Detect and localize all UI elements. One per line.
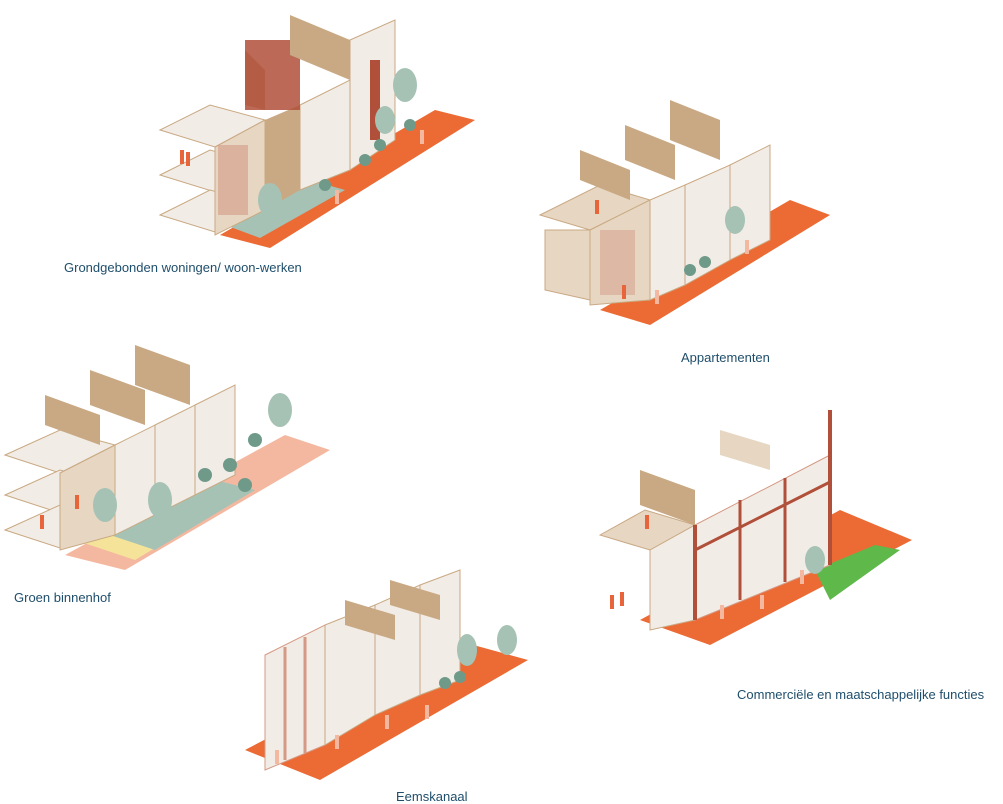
caption-commercieel: Commerciële en maatschappelijke functies: [737, 687, 985, 702]
appartementen-illustration: [538, 100, 830, 325]
caption-eemskanaal: Eemskanaal: [396, 789, 468, 804]
grondgebonden-illustration: [158, 15, 475, 248]
caption-appartementen: Appartementen: [681, 350, 770, 365]
caption-grondgebonden: Grondgebonden woningen/ woon-werken: [64, 260, 302, 275]
eemskanaal-illustration: [245, 569, 528, 780]
groen-binnenhof-illustration: [3, 345, 330, 570]
commercieel-illustration: [598, 410, 912, 645]
caption-groen: Groen binnenhof: [14, 590, 111, 605]
